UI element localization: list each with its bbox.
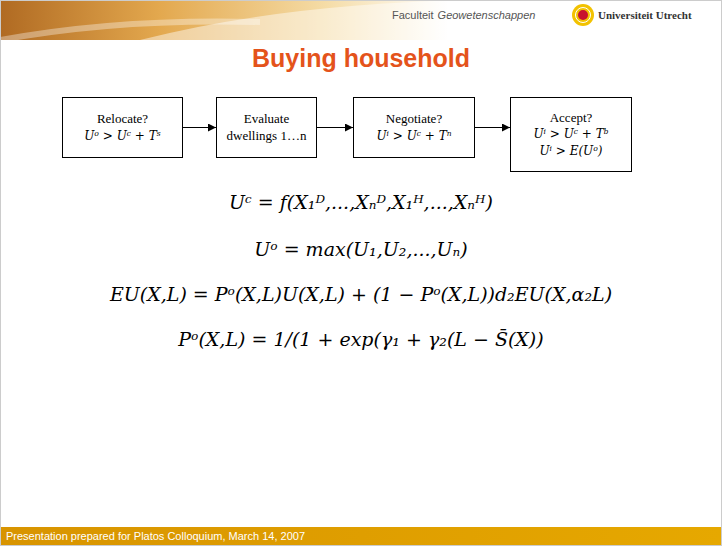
faculty-name: Faculteit [392, 9, 434, 21]
header-swoop [0, 21, 260, 40]
flow-arrow [183, 127, 216, 128]
slide-title: Buying household [0, 44, 722, 73]
box-heading: Relocate? [97, 111, 148, 127]
equation: Uᶜ = f(X₁ᴰ,...,Xₙᴰ,X₁ᴴ,...,Xₙᴴ) [0, 191, 722, 213]
faculty-name: Geowetenschappen [438, 9, 536, 21]
logo-core [578, 10, 588, 20]
box-condition: Uᵒ > Uᶜ + Tˢ [84, 128, 161, 144]
footer-note: Presentation prepared for Platos Colloqu… [6, 530, 305, 542]
equation: Uᵒ = max(U₁,U₂,...,Uₙ) [0, 238, 722, 260]
box-heading: Negotiate? [386, 111, 442, 127]
footer-band [0, 527, 722, 546]
box-heading: Accept? [550, 110, 593, 126]
process-box: Evaluate dwellings 1…n [216, 97, 317, 158]
process-box: Negotiate?Uⁱ > Uᶜ + Tⁿ [353, 97, 475, 158]
flow-arrow [475, 127, 510, 128]
box-condition: Uⁱ > Uᶜ + Tⁿ [376, 128, 451, 144]
flow-arrow [317, 127, 353, 128]
university-logo [572, 4, 594, 26]
process-box: Accept?Uⁱ > Uᶜ + TᵇUⁱ > E(Uᵒ) [510, 97, 632, 172]
header-band [0, 0, 722, 40]
equation: Pᵒ(X,L) = 1/(1 + exp(γ₁ + γ₂(L − S̄(X)) [0, 328, 722, 350]
box-condition: Uⁱ > Uᶜ + Tᵇ [533, 126, 608, 142]
university-name: Universiteit Utrecht [598, 9, 692, 21]
logo-ring [576, 8, 591, 23]
box-heading: Evaluate dwellings 1…n [223, 111, 310, 144]
process-box: Relocate?Uᵒ > Uᶜ + Tˢ [62, 97, 183, 158]
equation: EU(X,L) = Pᵒ(X,L)U(X,L) + (1 − Pᵒ(X,L))d… [0, 283, 722, 305]
logo-sun [572, 4, 594, 26]
box-condition: Uⁱ > E(Uᵒ) [539, 143, 602, 159]
